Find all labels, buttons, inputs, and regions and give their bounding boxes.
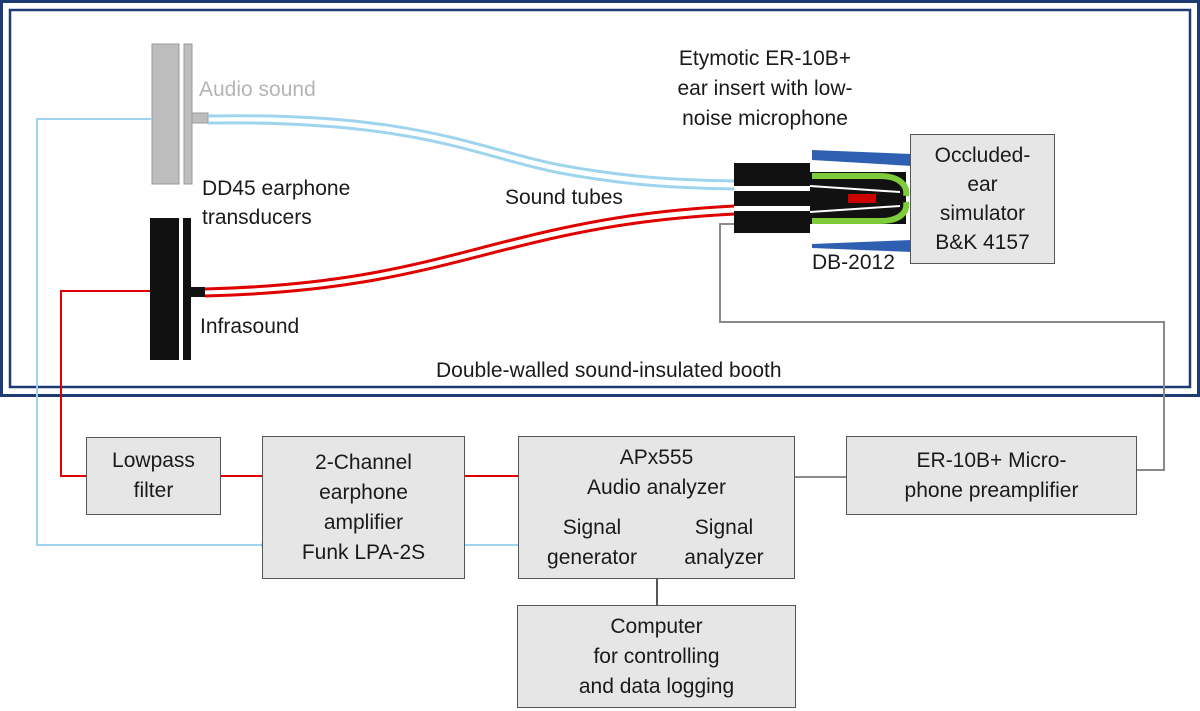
ear-insert-label: Etymotic ER-10B+ ear insert with low- no…: [677, 47, 853, 130]
audio-drive-cable: [36, 118, 270, 546]
audio-sound-label: Audio sound: [199, 78, 316, 101]
ear-canal-tube: [812, 173, 910, 197]
audio-sound-tube: [207, 121, 736, 191]
amplifier-box: 2-Channel earphone amplifier Funk LPA-2S: [262, 436, 465, 579]
infrasound-tube: [204, 204, 736, 291]
infrasound-label: Infrasound: [200, 315, 300, 338]
blue-clamp-bottom: [812, 240, 912, 252]
infrasound-transducer-nozzle: [191, 287, 205, 297]
audio-analyzer-box: APx555 Audio analyzer Signal generator S…: [518, 436, 795, 579]
infrasound-drive-cable: [60, 290, 150, 477]
booth-inner-wall: [8, 8, 1192, 389]
amplifier-label: 2-Channel earphone amplifier Funk LPA-2S: [301, 450, 426, 564]
db2012-label: DB-2012: [812, 251, 895, 274]
ear-canal-tube: [812, 201, 910, 224]
microphone-preamplifier-label: ER-10B+ Micro- phone preamplifier: [904, 448, 1079, 502]
signal-generator-label: Signal generator: [547, 516, 637, 569]
transducers-label: DD45 earphone transducers: [202, 177, 351, 229]
lowpass-filter-box: Lowpass filter: [86, 437, 221, 515]
occluded-ear-simulator-label: Occluded- ear simulator B&K 4157: [934, 144, 1031, 254]
booth-label: Double-walled sound-insulated booth: [436, 359, 782, 382]
booth-outer-wall: [0, 0, 1200, 397]
audio-sound-tube: [207, 114, 736, 183]
lowpass-filter-label: Lowpass filter: [112, 449, 195, 502]
computer-label: Computer for controlling and data loggin…: [578, 614, 735, 698]
probe-line: [809, 185, 901, 193]
microphone-element: [848, 194, 876, 203]
microphone-cable: [719, 223, 1165, 471]
audio-transducer-plate: [183, 43, 193, 185]
audio-transducer: [151, 43, 180, 185]
infrasound-transducer-plate: [183, 218, 191, 360]
occluded-ear-simulator-box: Occluded- ear simulator B&K 4157: [910, 134, 1055, 264]
blue-clamp-top: [812, 150, 912, 166]
audio-transducer-nozzle: [191, 112, 209, 124]
sound-tubes-label: Sound tubes: [505, 186, 623, 209]
ear-insert-slot: [734, 186, 810, 191]
ear-insert-body: [734, 163, 810, 233]
signal-analyzer-label: Signal analyzer: [684, 516, 764, 569]
microphone-preamplifier-box: ER-10B+ Micro- phone preamplifier: [846, 436, 1137, 515]
infrasound-transducer: [150, 218, 179, 360]
ear-insert-slot: [734, 206, 810, 211]
probe-line: [809, 205, 901, 213]
computer-box: Computer for controlling and data loggin…: [517, 605, 796, 708]
infrasound-tube: [204, 212, 736, 298]
audio-analyzer-title: APx555 Audio analyzer: [587, 446, 726, 499]
